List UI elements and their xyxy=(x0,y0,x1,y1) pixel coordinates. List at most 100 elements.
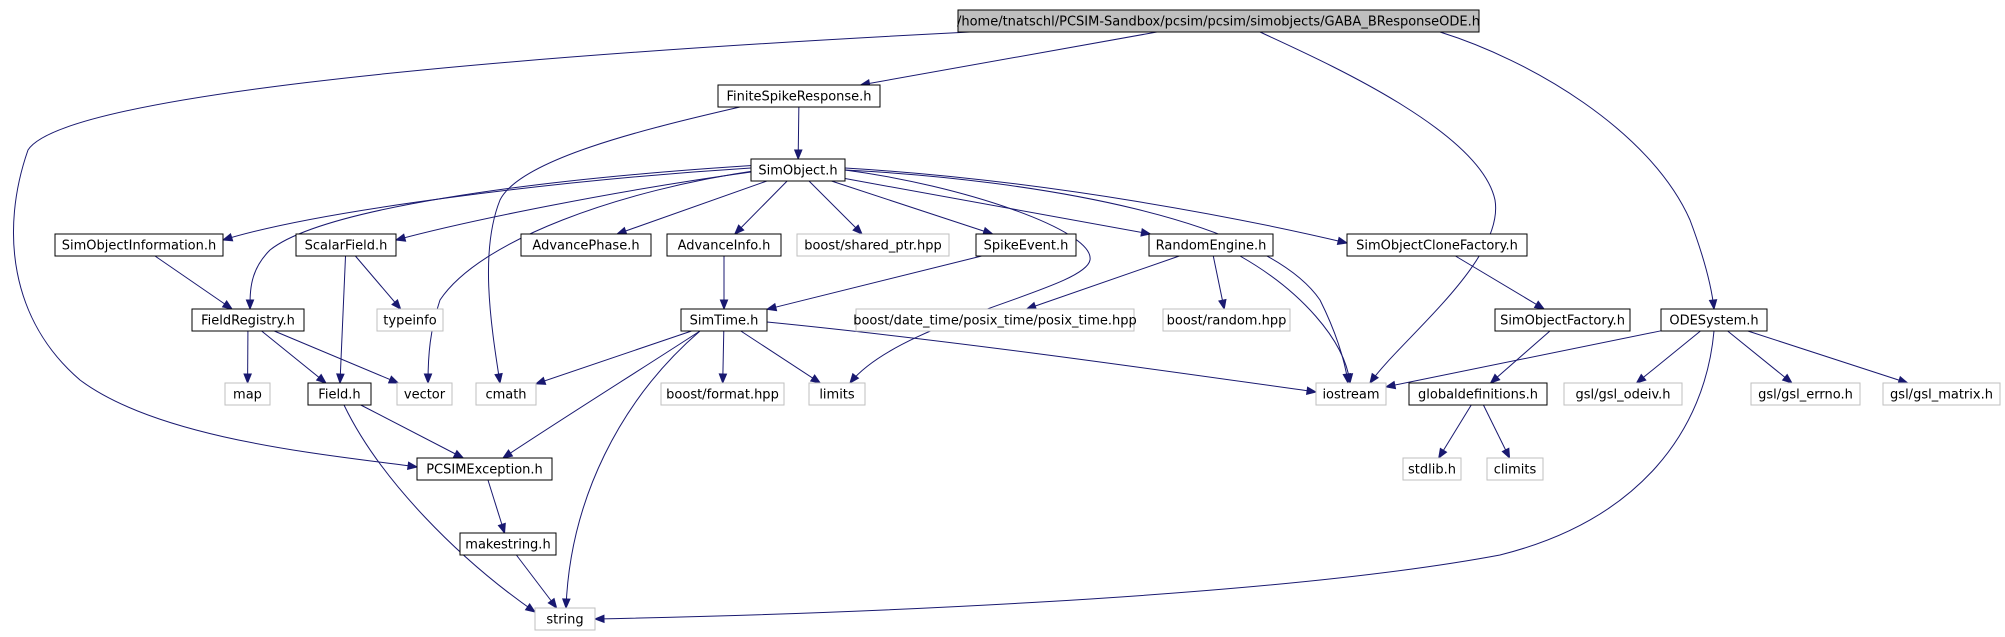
edge-scalarfield-field xyxy=(336,255,347,385)
arrowhead xyxy=(849,372,860,385)
edge-line xyxy=(487,106,741,384)
edge-line xyxy=(844,169,1091,384)
arrowhead xyxy=(494,372,503,385)
node-iostream[interactable]: iostream xyxy=(1315,382,1387,406)
node-box xyxy=(957,9,1480,33)
node-root[interactable]: /home/tnatschl/PCSIM-Sandbox/pcsim/pcsim… xyxy=(957,9,1480,33)
edge-line xyxy=(860,31,1158,86)
node-label: limits xyxy=(819,388,855,403)
node-label: SimObjectCloneFactory.h xyxy=(1356,239,1518,254)
node-box xyxy=(1660,308,1768,332)
edge-simobject-simobjinfo xyxy=(221,167,752,242)
edge-line xyxy=(616,180,768,235)
node-label: FieldRegistry.h xyxy=(201,314,295,329)
arrowhead xyxy=(719,299,729,311)
node-simobject[interactable]: SimObject.h xyxy=(750,158,846,182)
node-posixtime[interactable]: boost/date_time/posix_time/posix_time.hp… xyxy=(853,308,1137,332)
node-cmath[interactable]: cmath xyxy=(475,382,537,406)
edge-line xyxy=(360,404,464,459)
edge-randomengine-posixtime xyxy=(1025,255,1180,310)
edge-line xyxy=(355,255,401,310)
node-map[interactable]: map xyxy=(224,382,271,406)
arrowhead xyxy=(1140,228,1152,237)
node-box xyxy=(520,233,652,257)
edge-line xyxy=(13,31,971,468)
node-globaldefs[interactable]: globaldefinitions.h xyxy=(1408,382,1548,406)
edge-simtime-iostream xyxy=(766,321,1318,395)
node-label: map xyxy=(233,388,262,403)
node-advanceinfo[interactable]: AdvanceInfo.h xyxy=(666,233,782,257)
edge-line xyxy=(515,554,558,609)
node-box xyxy=(660,382,785,406)
node-simtime[interactable]: SimTime.h xyxy=(680,308,768,332)
node-clonefactory[interactable]: SimObjectCloneFactory.h xyxy=(1346,233,1528,257)
edge-line xyxy=(1026,255,1180,310)
node-label: PCSIMException.h xyxy=(426,463,543,478)
node-spikeevent[interactable]: SpikeEvent.h xyxy=(975,233,1077,257)
edge-globaldefs-stdlib xyxy=(1438,404,1472,460)
edge-line xyxy=(154,255,233,310)
arrowhead xyxy=(406,461,419,470)
node-limits[interactable]: limits xyxy=(808,382,866,406)
edge-line xyxy=(1259,31,1497,384)
node-simobjinfo[interactable]: SimObjectInformation.h xyxy=(54,233,224,257)
edge-finitespike-simobject xyxy=(793,106,803,161)
node-box xyxy=(416,457,553,481)
node-sharedptr[interactable]: boost/shared_ptr.hpp xyxy=(796,233,950,257)
arrowhead xyxy=(1781,373,1793,384)
arrowhead xyxy=(1025,301,1038,310)
node-string[interactable]: string xyxy=(534,607,596,631)
node-label: boost/shared_ptr.hpp xyxy=(804,239,942,254)
node-box xyxy=(459,532,557,556)
node-label: SimTime.h xyxy=(690,314,759,329)
node-gslmatrix[interactable]: gsl/gsl_matrix.h xyxy=(1882,382,2001,406)
edge-root-finitespike xyxy=(859,31,1158,88)
node-climits[interactable]: climits xyxy=(1486,457,1544,481)
node-box xyxy=(1346,233,1528,257)
node-odesystem[interactable]: ODESystem.h xyxy=(1660,308,1768,332)
node-vector[interactable]: vector xyxy=(396,382,453,406)
arrowhead xyxy=(562,598,571,610)
node-stdlib[interactable]: stdlib.h xyxy=(1402,457,1462,481)
arrowhead xyxy=(615,226,628,235)
arrowhead xyxy=(765,302,778,312)
node-fieldregistry[interactable]: FieldRegistry.h xyxy=(191,308,305,332)
edge-simobject-limits xyxy=(844,169,1091,385)
node-label: gsl/gsl_errno.h xyxy=(1758,388,1853,403)
node-gslerrno[interactable]: gsl/gsl_errno.h xyxy=(1750,382,1861,406)
edge-line xyxy=(222,167,752,241)
node-label: cmath xyxy=(485,388,526,403)
edge-line xyxy=(261,330,327,384)
node-gslodeiv[interactable]: gsl/gsl_odeiv.h xyxy=(1563,382,1683,406)
arrowhead xyxy=(387,375,400,384)
node-format[interactable]: boost/format.hpp xyxy=(660,382,785,406)
node-label: AdvancePhase.h xyxy=(532,239,639,254)
node-advancephase[interactable]: AdvancePhase.h xyxy=(520,233,652,257)
edge-advanceinfo-simtime xyxy=(719,256,729,311)
node-objfactory[interactable]: SimObjectFactory.h xyxy=(1494,308,1631,332)
arrowhead xyxy=(394,233,407,242)
edge-simobject-clonefactory xyxy=(844,167,1349,246)
arrowhead xyxy=(1635,373,1647,384)
node-pcsimexc[interactable]: PCSIMException.h xyxy=(416,457,553,481)
node-field[interactable]: Field.h xyxy=(307,382,372,406)
arrowhead xyxy=(1533,300,1546,310)
edge-line xyxy=(535,330,692,385)
edge-randomengine-iostream xyxy=(1239,255,1354,385)
arrowhead xyxy=(1218,298,1227,311)
edge-line xyxy=(740,330,821,384)
nodes-layer: /home/tnatschl/PCSIM-Sandbox/pcsim/pcsim… xyxy=(54,9,2001,631)
node-boostrandom[interactable]: boost/random.hpp xyxy=(1162,308,1291,332)
edge-objfactory-globaldefs xyxy=(1489,330,1551,384)
node-randomengine[interactable]: RandomEngine.h xyxy=(1148,233,1274,257)
node-makestring[interactable]: makestring.h xyxy=(459,532,557,556)
arrowhead xyxy=(497,522,506,535)
node-finitespike[interactable]: FiniteSpikeResponse.h xyxy=(717,84,881,108)
node-typeinfo[interactable]: typeinfo xyxy=(376,308,444,332)
edge-odesystem-gslmatrix xyxy=(1747,330,1909,385)
edge-line xyxy=(339,255,347,384)
node-label: iostream xyxy=(1322,388,1379,403)
edge-line xyxy=(594,330,1715,620)
node-box xyxy=(1563,382,1683,406)
node-scalarfield[interactable]: ScalarField.h xyxy=(295,233,397,257)
